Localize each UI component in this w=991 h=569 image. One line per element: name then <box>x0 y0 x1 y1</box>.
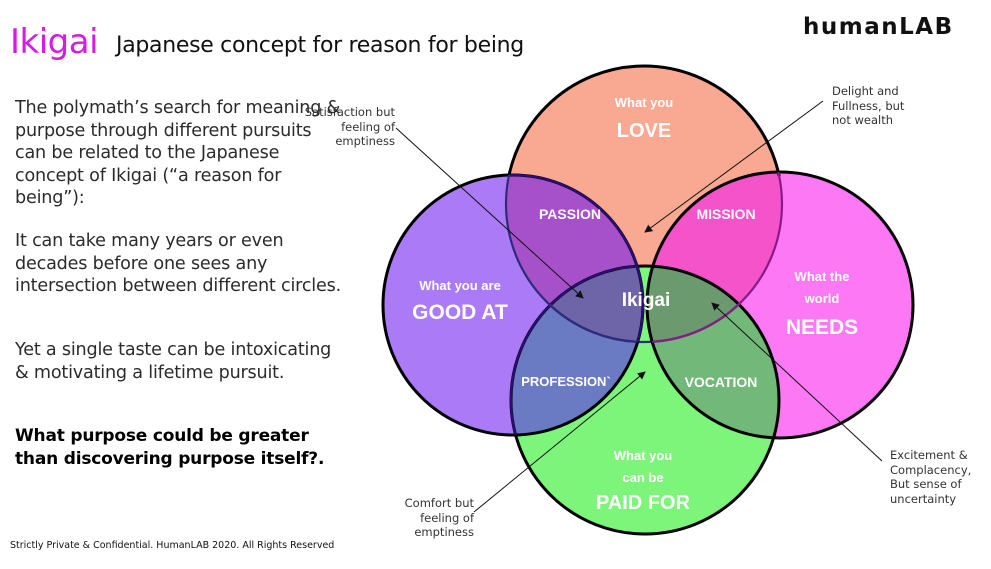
intro-paragraph: The polymath’s search for meaning & purp… <box>15 98 341 208</box>
confidential-footer: Strictly Private & Confidential. HumanLA… <box>10 540 335 551</box>
closing-question: What purpose could be greater than disco… <box>15 426 325 469</box>
paid-for-label-main: PAID FOR <box>596 492 691 514</box>
needs-label-line1: What the <box>795 269 850 284</box>
title-ikigai: Ikigai <box>10 22 99 62</box>
taste-paragraph: Yet a single taste can be intoxicating &… <box>15 340 332 383</box>
outline-needs <box>645 170 915 440</box>
years-paragraph: It can take many years or even decades b… <box>15 231 341 296</box>
arrow-excitement <box>711 302 883 462</box>
callout-satisfaction: Satisfaction but feeling of emptiness <box>304 105 395 148</box>
good-at-label-main: GOOD AT <box>412 301 508 324</box>
outline-love-good-fix <box>504 175 643 344</box>
ikigai-center-label: Ikigai <box>622 290 671 311</box>
arrow-comfort <box>473 371 646 513</box>
callout-comfort: Comfort but feeling of emptiness <box>404 496 474 539</box>
love-label-main: LOVE <box>617 120 671 142</box>
callout-delight: Delight and Fullness, but not wealth <box>832 84 905 127</box>
passion-label: PASSION <box>539 206 601 222</box>
arrow-satisfaction <box>395 127 584 299</box>
arrow-delight <box>644 100 824 233</box>
overlap-vocation <box>647 266 779 438</box>
vocation-label: VOCATION <box>685 374 758 390</box>
humanlab-logo: humanLAB <box>803 14 954 40</box>
outline-love-needs-fix <box>647 172 784 344</box>
good-at-label-line1: What you are <box>419 278 501 293</box>
profession-label: PROFESSION` <box>521 374 611 389</box>
outline-love-inner <box>511 266 779 344</box>
needs-label-line2: world <box>804 291 840 306</box>
mission-label: MISSION <box>696 206 755 222</box>
paid-for-label-line1: What you <box>614 448 673 463</box>
paid-for-label-line2: can be <box>622 470 663 485</box>
needs-label-main: NEEDS <box>786 316 858 339</box>
outline-paid-good-fix <box>509 264 643 435</box>
love-label-line1: What you <box>615 95 674 110</box>
outline-good-love-fix <box>506 173 645 342</box>
page-subtitle: Japanese concept for reason for being <box>116 33 524 58</box>
callout-excitement: Excitement & Complacency, But sense of u… <box>890 448 972 506</box>
